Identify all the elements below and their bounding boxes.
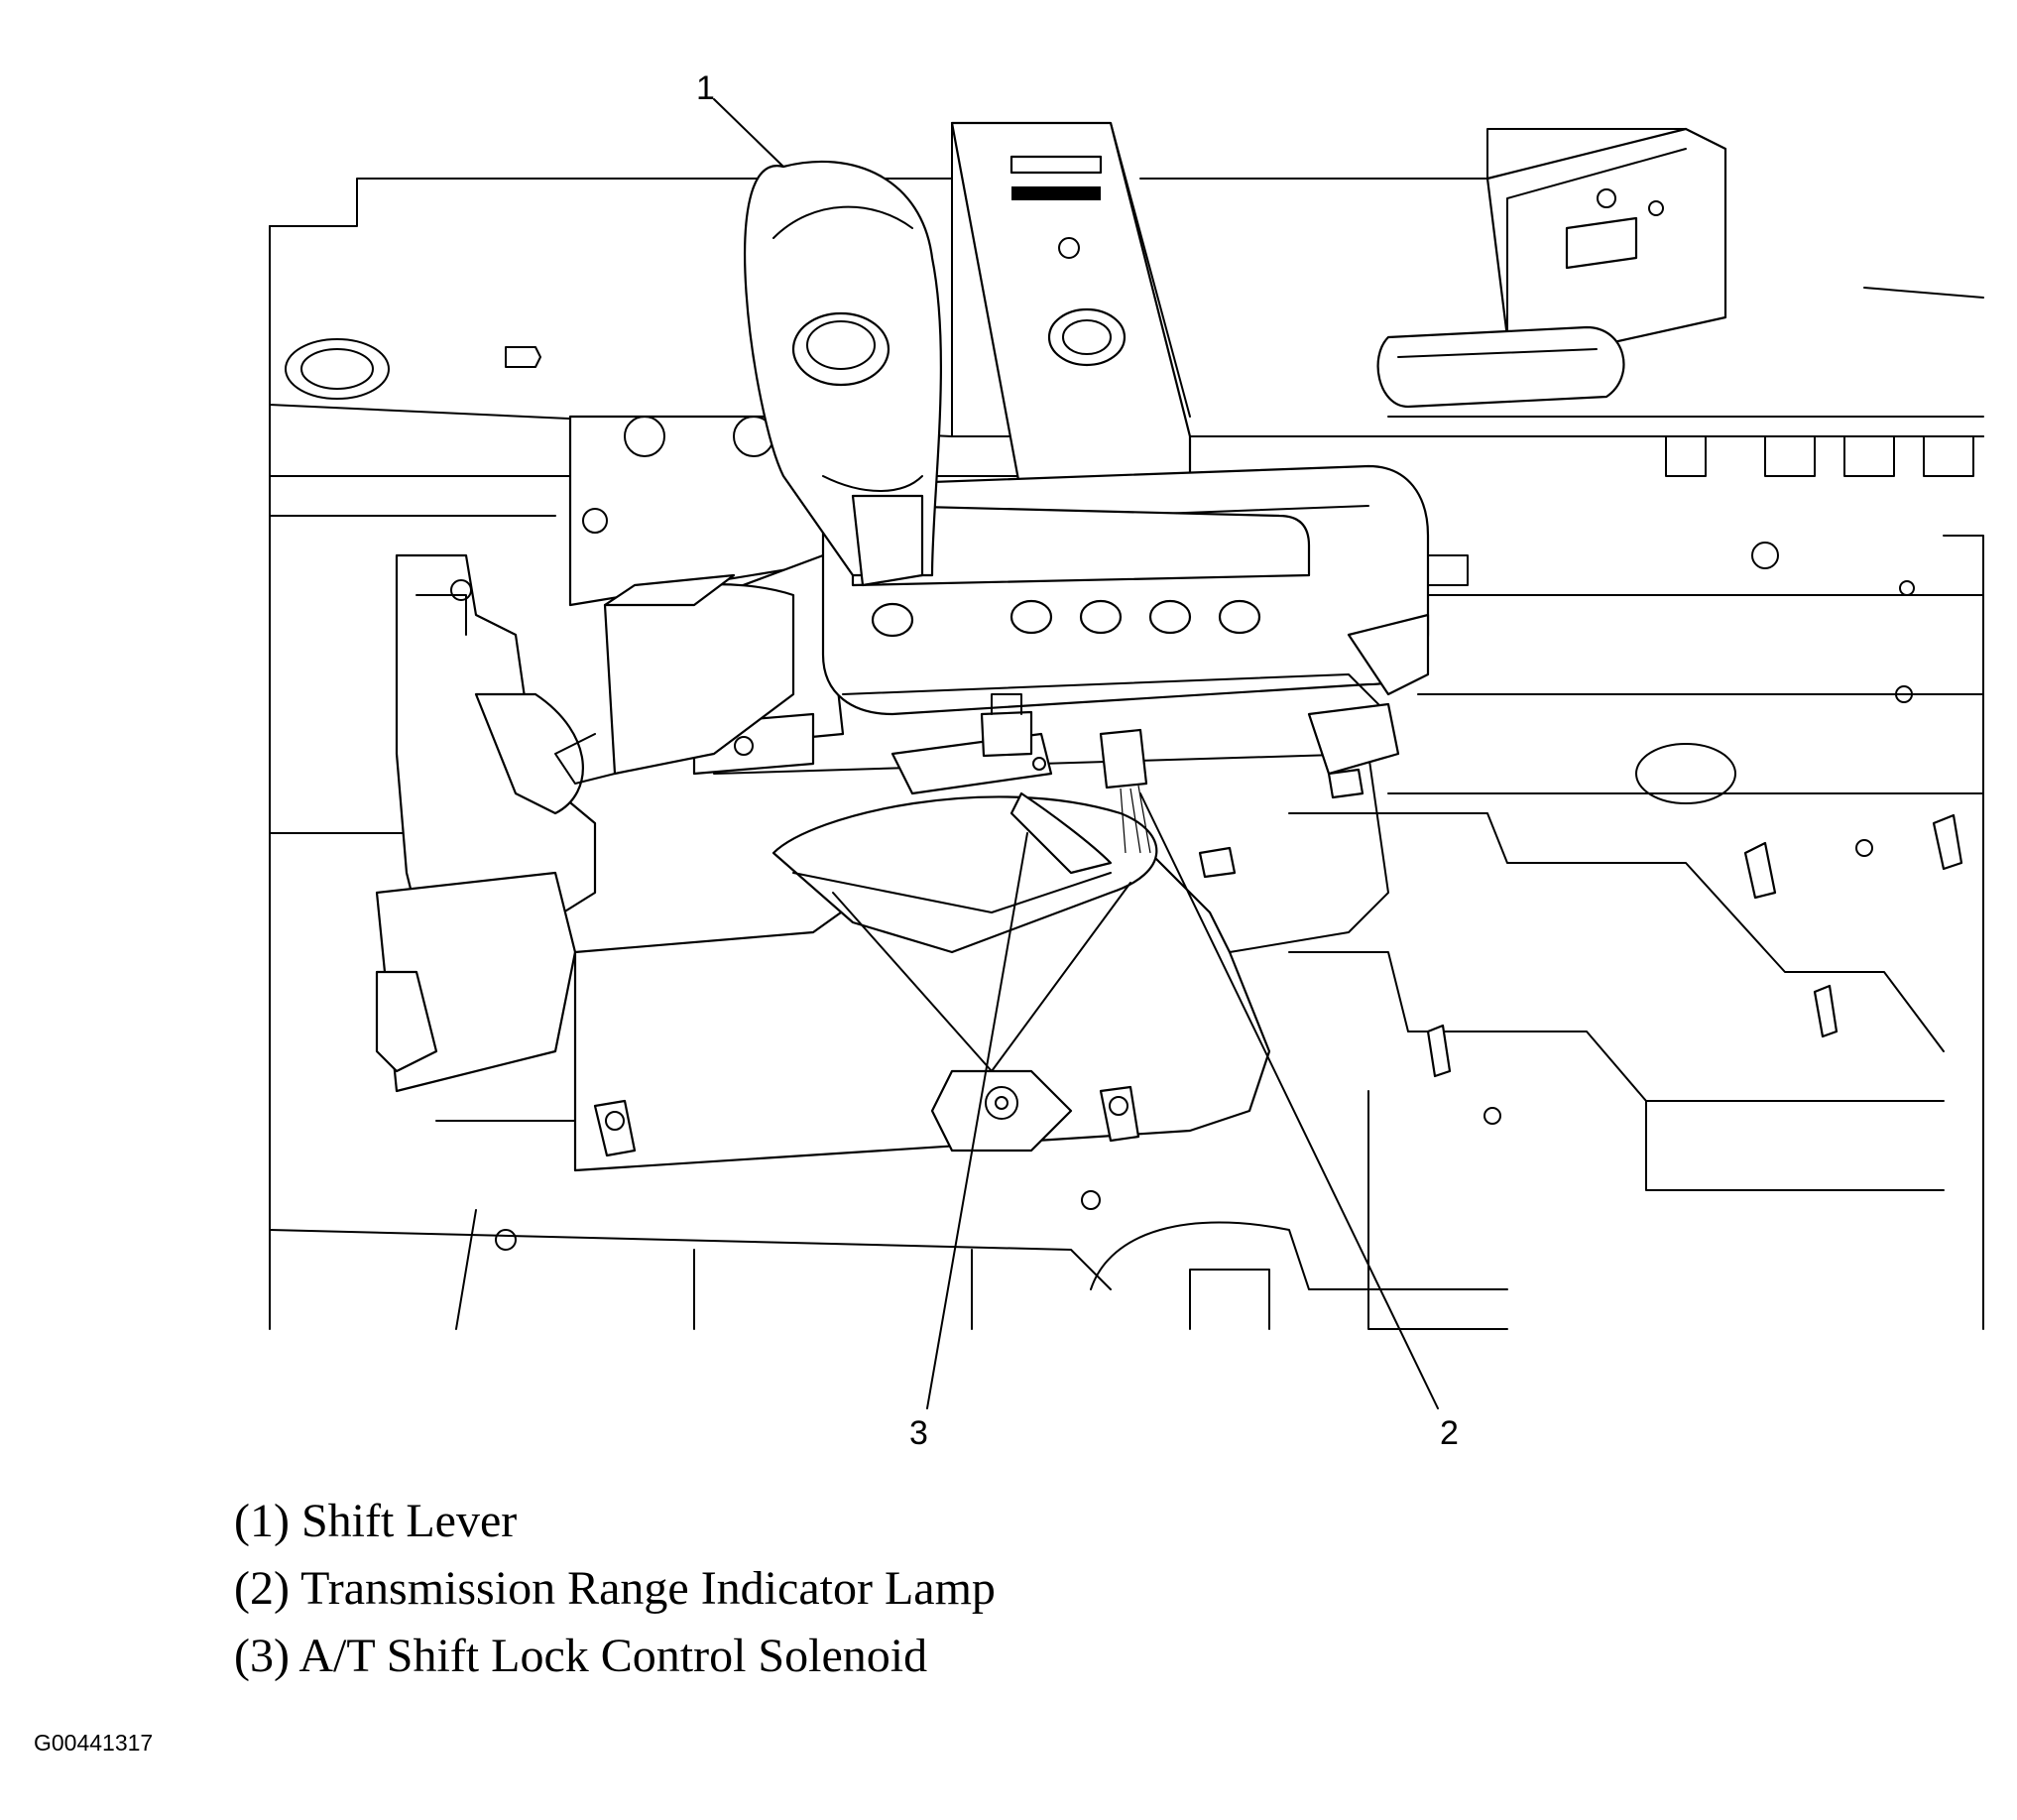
callout-3: 3: [909, 1414, 928, 1452]
left-bracket: [554, 573, 795, 785]
shifter-housing: [821, 464, 1430, 716]
legend-item-solenoid: (3) A/T Shift Lock Control Solenoid: [234, 1630, 928, 1682]
callout-2: 2: [1440, 1414, 1459, 1452]
shift-lock-solenoid: [890, 693, 1113, 875]
console-rail: [950, 121, 1192, 498]
figure-id: G00441317: [34, 1730, 154, 1756]
callout-1: 1: [696, 69, 715, 107]
legend-item-shift-lever: (1) Shift Lever: [234, 1495, 518, 1547]
shift-lever: [744, 160, 942, 587]
leader-lines: [713, 98, 1439, 1409]
indicator-lamp: [1099, 728, 1237, 879]
legend-item-indicator-lamp: (2) Transmission Range Indicator Lamp: [234, 1562, 996, 1615]
legend: (1) Shift Lever (2) Transmission Range I…: [234, 1488, 996, 1690]
housing-connector: [1307, 702, 1400, 799]
